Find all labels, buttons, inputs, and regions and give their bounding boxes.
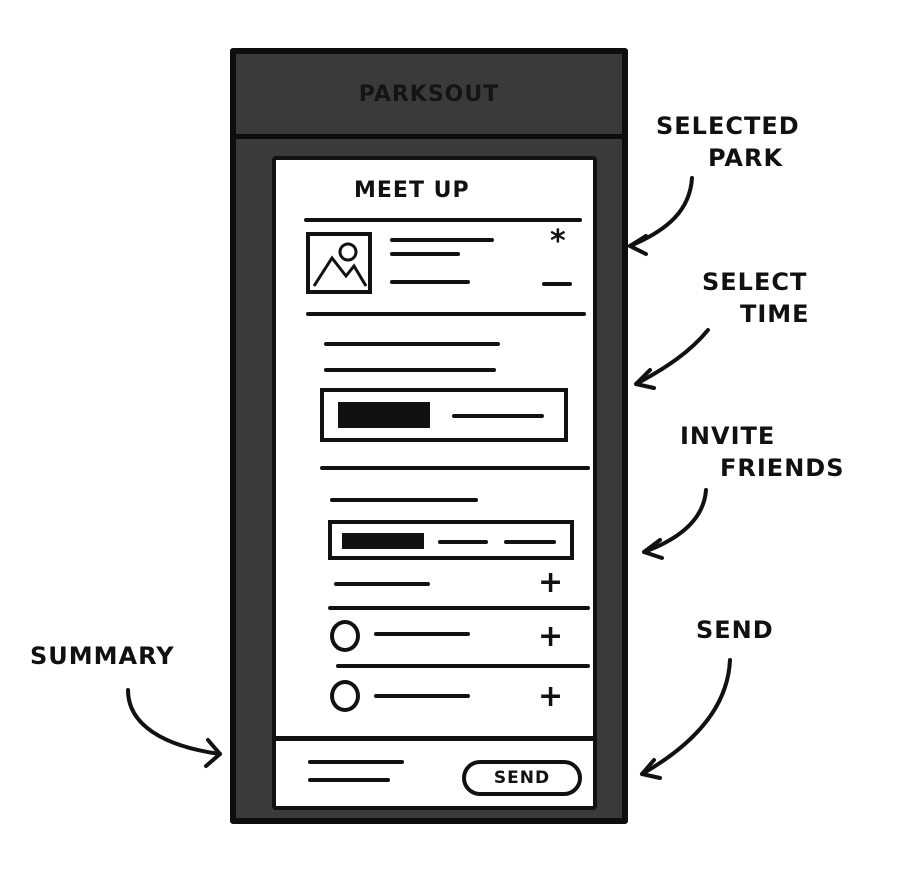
arrow-head-icon — [640, 758, 662, 780]
invite-label-line — [330, 498, 478, 502]
search-text-block — [342, 533, 424, 549]
list-divider — [328, 606, 590, 610]
park-info-line — [390, 280, 470, 284]
arrow-send — [640, 658, 732, 776]
selected-time-block — [338, 402, 430, 428]
annotation-text: SELECTED — [656, 112, 800, 140]
arrow-selected-park — [628, 176, 694, 248]
arrow-invite-friends — [642, 488, 708, 554]
phone-frame: PARKSOUT MEET UP * — [230, 48, 628, 824]
time-option-line — [452, 414, 544, 418]
annotation-selected-park: SELECTED PARK — [656, 110, 800, 174]
page-title: MEET UP — [354, 178, 470, 203]
summary-line — [308, 760, 404, 764]
footer-divider — [276, 736, 593, 741]
section-divider — [306, 312, 586, 316]
arrow-summary — [126, 688, 222, 756]
friend-avatar — [330, 680, 360, 712]
annotation-text: TIME — [740, 300, 810, 328]
friend-avatar — [330, 620, 360, 652]
send-button[interactable]: SEND — [462, 760, 582, 796]
search-line — [504, 540, 556, 544]
annotation-send: SEND — [696, 616, 774, 644]
annotation-text: PARK — [708, 144, 784, 172]
landscape-image-icon — [312, 242, 368, 287]
time-sublabel-line — [324, 368, 496, 372]
add-friend-icon[interactable]: + — [538, 619, 565, 654]
add-friend-icon[interactable]: + — [538, 565, 565, 600]
arrow-head-icon — [634, 368, 656, 390]
app-title: PARKSOUT — [358, 81, 500, 107]
title-divider — [304, 218, 582, 222]
time-selector[interactable] — [320, 388, 568, 442]
star-icon[interactable]: * — [550, 224, 567, 259]
app-bar: PARKSOUT — [236, 54, 622, 139]
minus-icon[interactable] — [542, 282, 572, 286]
annotation-text: FRIENDS — [720, 454, 845, 482]
time-label-line — [324, 342, 500, 346]
arrow-select-time — [634, 328, 710, 386]
park-detail-line — [390, 252, 460, 256]
annotation-text: INVITE — [680, 422, 776, 450]
park-thumbnail[interactable] — [306, 232, 372, 294]
friend-name-line — [374, 632, 470, 636]
park-name-line — [390, 238, 494, 242]
arrow-head-icon — [628, 234, 648, 256]
friend-name-line — [374, 694, 470, 698]
arrow-head-icon — [204, 738, 222, 768]
annotation-summary: SUMMARY — [30, 642, 175, 670]
summary-line — [308, 778, 390, 782]
annotation-text: SELECT — [702, 268, 808, 296]
add-friend-icon[interactable]: + — [538, 679, 565, 714]
friend-search-input[interactable] — [328, 520, 574, 560]
section-divider — [320, 466, 590, 470]
list-divider — [336, 664, 590, 668]
friend-row-line — [334, 582, 430, 586]
annotation-select-time: SELECT TIME — [702, 266, 810, 330]
annotation-invite-friends: INVITE FRIENDS — [680, 420, 845, 484]
arrow-head-icon — [642, 538, 664, 560]
search-line — [438, 540, 488, 544]
meetup-screen: MEET UP * + — [272, 156, 597, 810]
